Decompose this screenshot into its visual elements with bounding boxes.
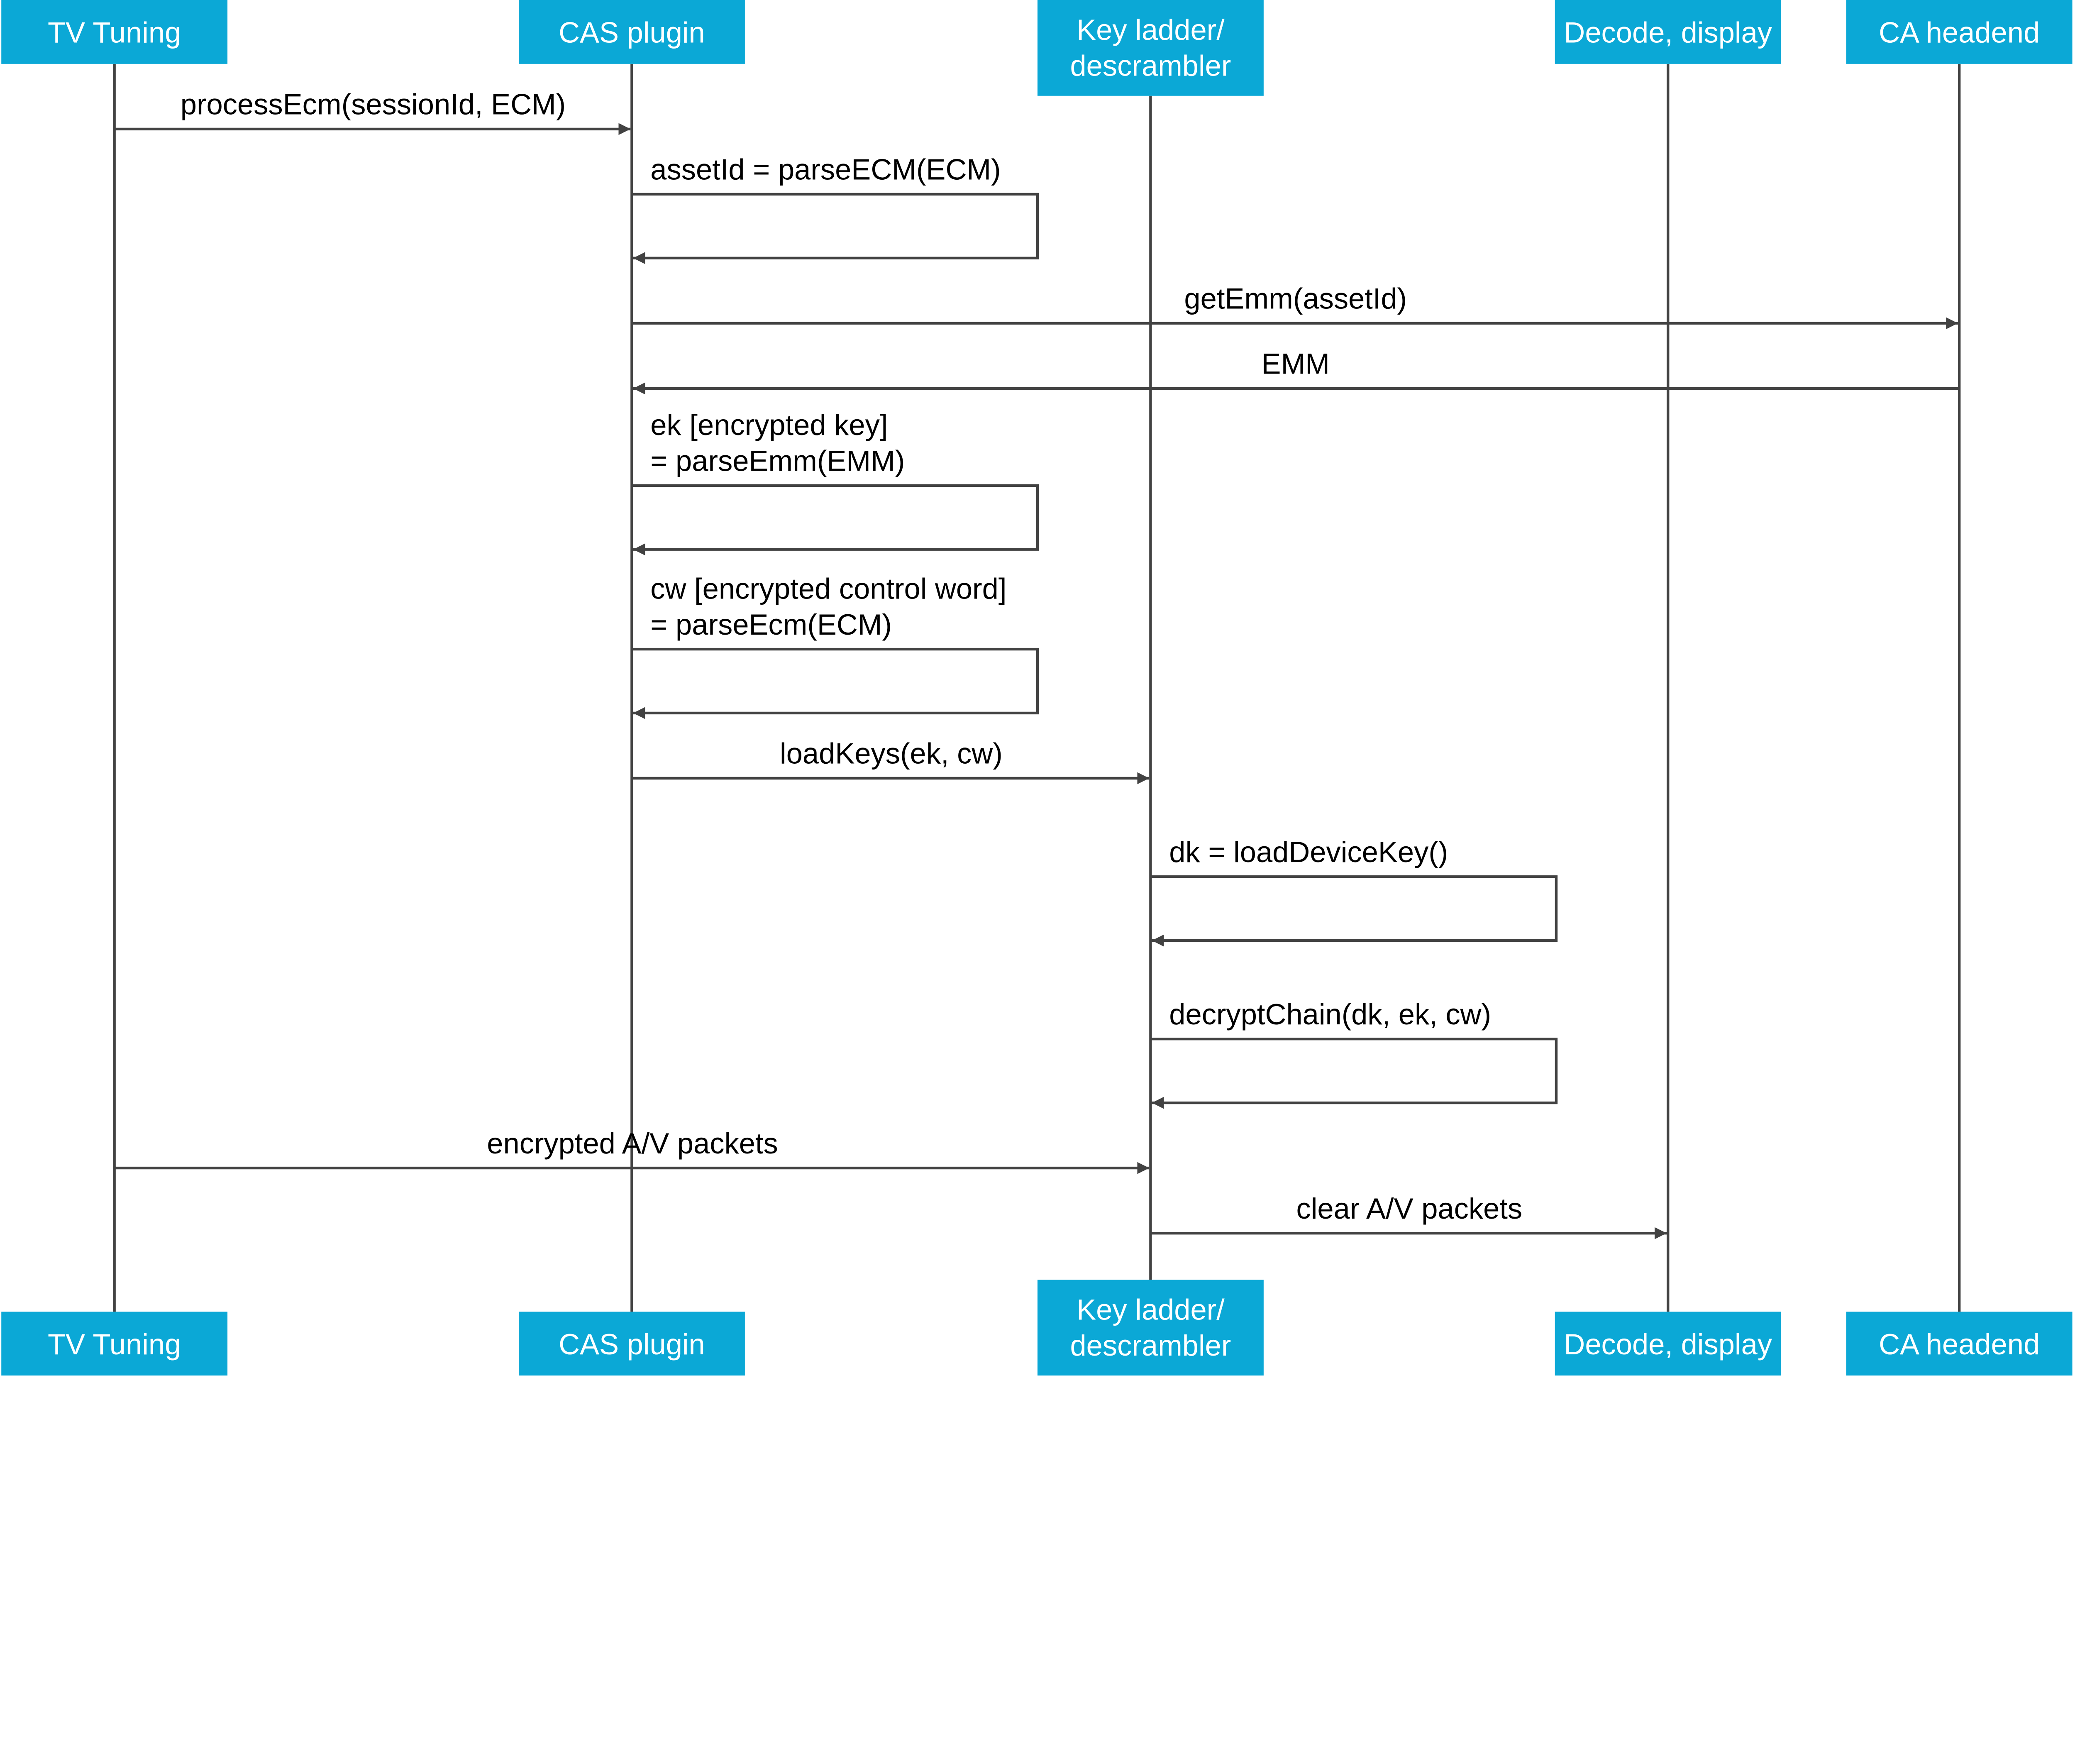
- participant-top: TV Tuning: [1, 0, 228, 64]
- message-label: dk = loadDeviceKey(): [1169, 836, 1448, 868]
- participant-box: [1846, 1312, 2073, 1376]
- message: cw [encrypted control word]= parseEcm(EC…: [632, 572, 1039, 719]
- message-label: clear A/V packets: [1296, 1192, 1522, 1225]
- participant-top: Decode, display: [1555, 0, 1781, 64]
- participant-label: CAS plugin: [559, 1328, 705, 1361]
- participant-box: [1846, 0, 2073, 64]
- message-label: ek [encrypted key]: [650, 408, 888, 441]
- message: processEcm(sessionId, ECM): [114, 88, 631, 135]
- participant-bottom: Decode, display: [1555, 1312, 1781, 1376]
- participant-label: descrambler: [1070, 1329, 1231, 1362]
- self-message-arrow: [632, 193, 1039, 264]
- participant-box: [1, 0, 228, 64]
- participant-top: CAS plugin: [518, 0, 745, 64]
- participant-box: [1555, 0, 1781, 64]
- message: loadKeys(ek, cw): [632, 737, 1150, 784]
- message: decryptChain(dk, ek, cw): [1150, 998, 1558, 1109]
- messages: processEcm(sessionId, ECM) assetId = pars…: [114, 88, 1960, 1239]
- participant-bottom: Key ladder/descrambler: [1037, 1280, 1264, 1376]
- participant-label: Key ladder/: [1077, 13, 1225, 46]
- self-message-arrow: [632, 647, 1039, 719]
- message: encrypted A/V packets: [114, 1127, 1150, 1174]
- participant-label: Decode, display: [1564, 1328, 1772, 1361]
- participant-label: Decode, display: [1564, 16, 1772, 49]
- participant-bottom: CA headend: [1846, 1312, 2073, 1376]
- participant-label: descrambler: [1070, 49, 1231, 82]
- participant-label: TV Tuning: [48, 16, 181, 49]
- participant-box: [1037, 1280, 1264, 1376]
- message: ek [encrypted key] = parseEmm(EMM): [632, 408, 1039, 556]
- message-label: EMM: [1262, 347, 1330, 380]
- self-message-arrow: [1150, 1037, 1558, 1109]
- participant-box: [1555, 1312, 1781, 1376]
- participant-top: Key ladder/descrambler: [1037, 0, 1264, 96]
- participant-bottom: TV Tuning: [1, 1312, 228, 1376]
- participant-box: [1037, 0, 1264, 96]
- message: EMM: [633, 347, 1960, 395]
- message-label: assetId = parseECM(ECM): [650, 153, 1001, 186]
- message: dk = loadDeviceKey(): [1150, 836, 1558, 947]
- message-label: getEmm(assetId): [1184, 282, 1407, 315]
- participant-label: TV Tuning: [48, 1328, 181, 1361]
- message-label: = parseEmm(EMM): [650, 445, 905, 477]
- participant-label: CA headend: [1879, 16, 2040, 49]
- participant-bottom: CAS plugin: [518, 1312, 745, 1376]
- participant-box: [518, 1312, 745, 1376]
- message-label: cw [encrypted control word]: [650, 572, 1006, 605]
- message-label: processEcm(sessionId, ECM): [181, 88, 566, 121]
- participant-label: CA headend: [1879, 1328, 2040, 1361]
- participant-box: [518, 0, 745, 64]
- participant-label: Key ladder/: [1077, 1293, 1225, 1326]
- participant-label: CAS plugin: [559, 16, 705, 49]
- sequence-diagram: processEcm(sessionId, ECM) assetId = pars…: [1, 0, 2073, 1376]
- message-label: decryptChain(dk, ek, cw): [1169, 998, 1491, 1031]
- self-message-arrow: [1150, 875, 1558, 947]
- participant-top: CA headend: [1846, 0, 2073, 64]
- message: assetId = parseECM(ECM): [632, 153, 1039, 264]
- self-message-arrow: [632, 484, 1039, 556]
- message: clear A/V packets: [1150, 1192, 1667, 1239]
- message-label: = parseEcm(ECM): [650, 608, 892, 641]
- lifelines: [113, 64, 1961, 1312]
- message-label: loadKeys(ek, cw): [780, 737, 1003, 770]
- message-label: encrypted A/V packets: [487, 1127, 778, 1160]
- participant-box: [1, 1312, 228, 1376]
- message: getEmm(assetId): [632, 282, 1958, 330]
